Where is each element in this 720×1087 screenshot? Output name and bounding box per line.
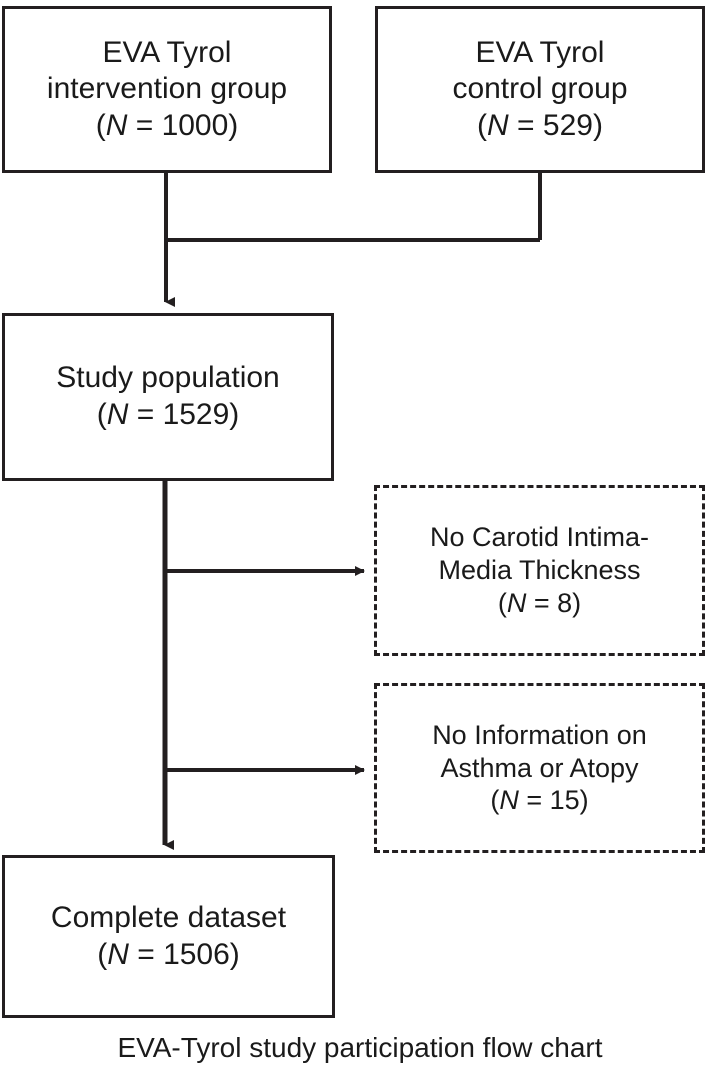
n-value: = 15) (518, 785, 589, 816)
n-symbol: N (106, 398, 129, 431)
n-value: = 529) (508, 108, 603, 142)
node-exclusion-asthma-line2: Asthma or Atopy (440, 752, 639, 783)
node-intervention-group: EVA Tyrol intervention group (N = 1000) (2, 6, 332, 173)
node-complete-dataset-line1: Complete dataset (50, 900, 287, 934)
node-intervention-group-line2: intervention group (46, 72, 288, 106)
n-value: = 1506) (128, 937, 240, 971)
node-complete-dataset: Complete dataset (N = 1506) (2, 855, 335, 1018)
node-exclusion-asthma-or-atopy: No Information on Asthma or Atopy (N = 1… (374, 683, 705, 853)
node-intervention-group-line1: EVA Tyrol (102, 35, 232, 69)
node-control-group-count: (N = 529) (477, 108, 603, 145)
node-exclusion-carotid-intima-media-thickness: No Carotid Intima- Media Thickness (N = … (374, 485, 705, 656)
node-exclusion-cimt-line2: Media Thickness (438, 555, 641, 586)
paren-open: ( (97, 937, 108, 971)
paren-open: ( (95, 108, 106, 142)
node-control-group: EVA Tyrol control group (N = 529) (375, 6, 705, 173)
n-value: = 1529) (128, 398, 240, 431)
n-symbol: N (107, 937, 129, 971)
n-value: = 1000) (127, 108, 239, 142)
n-symbol: N (506, 587, 527, 618)
node-study-population-line1: Study population (56, 361, 280, 395)
paren-open: ( (477, 108, 488, 142)
paren-open: ( (96, 398, 107, 431)
node-exclusion-asthma-count: (N = 15) (490, 784, 588, 817)
node-intervention-group-count: (N = 1000) (96, 108, 239, 145)
node-exclusion-cimt-count: (N = 8) (498, 587, 581, 620)
node-study-population: Study population (N = 1529) (2, 313, 334, 481)
edge-groups-to-study-population (164, 173, 542, 307)
chart-caption: EVA-Tyrol study participation flow chart (117, 1032, 603, 1063)
node-control-group-line2: control group (452, 72, 628, 106)
node-control-group-line1: EVA Tyrol (475, 35, 605, 69)
n-symbol: N (105, 108, 128, 142)
node-complete-dataset-count: (N = 1506) (97, 937, 240, 974)
node-study-population-count: (N = 1529) (97, 397, 240, 434)
n-symbol: N (487, 108, 509, 142)
n-symbol: N (499, 785, 519, 816)
node-exclusion-cimt-line1: No Carotid Intima- (429, 522, 650, 553)
node-exclusion-asthma-line1: No Information on (432, 719, 647, 750)
paren-open: ( (497, 587, 507, 618)
paren-open: ( (490, 785, 500, 816)
n-value: = 8) (526, 587, 582, 618)
